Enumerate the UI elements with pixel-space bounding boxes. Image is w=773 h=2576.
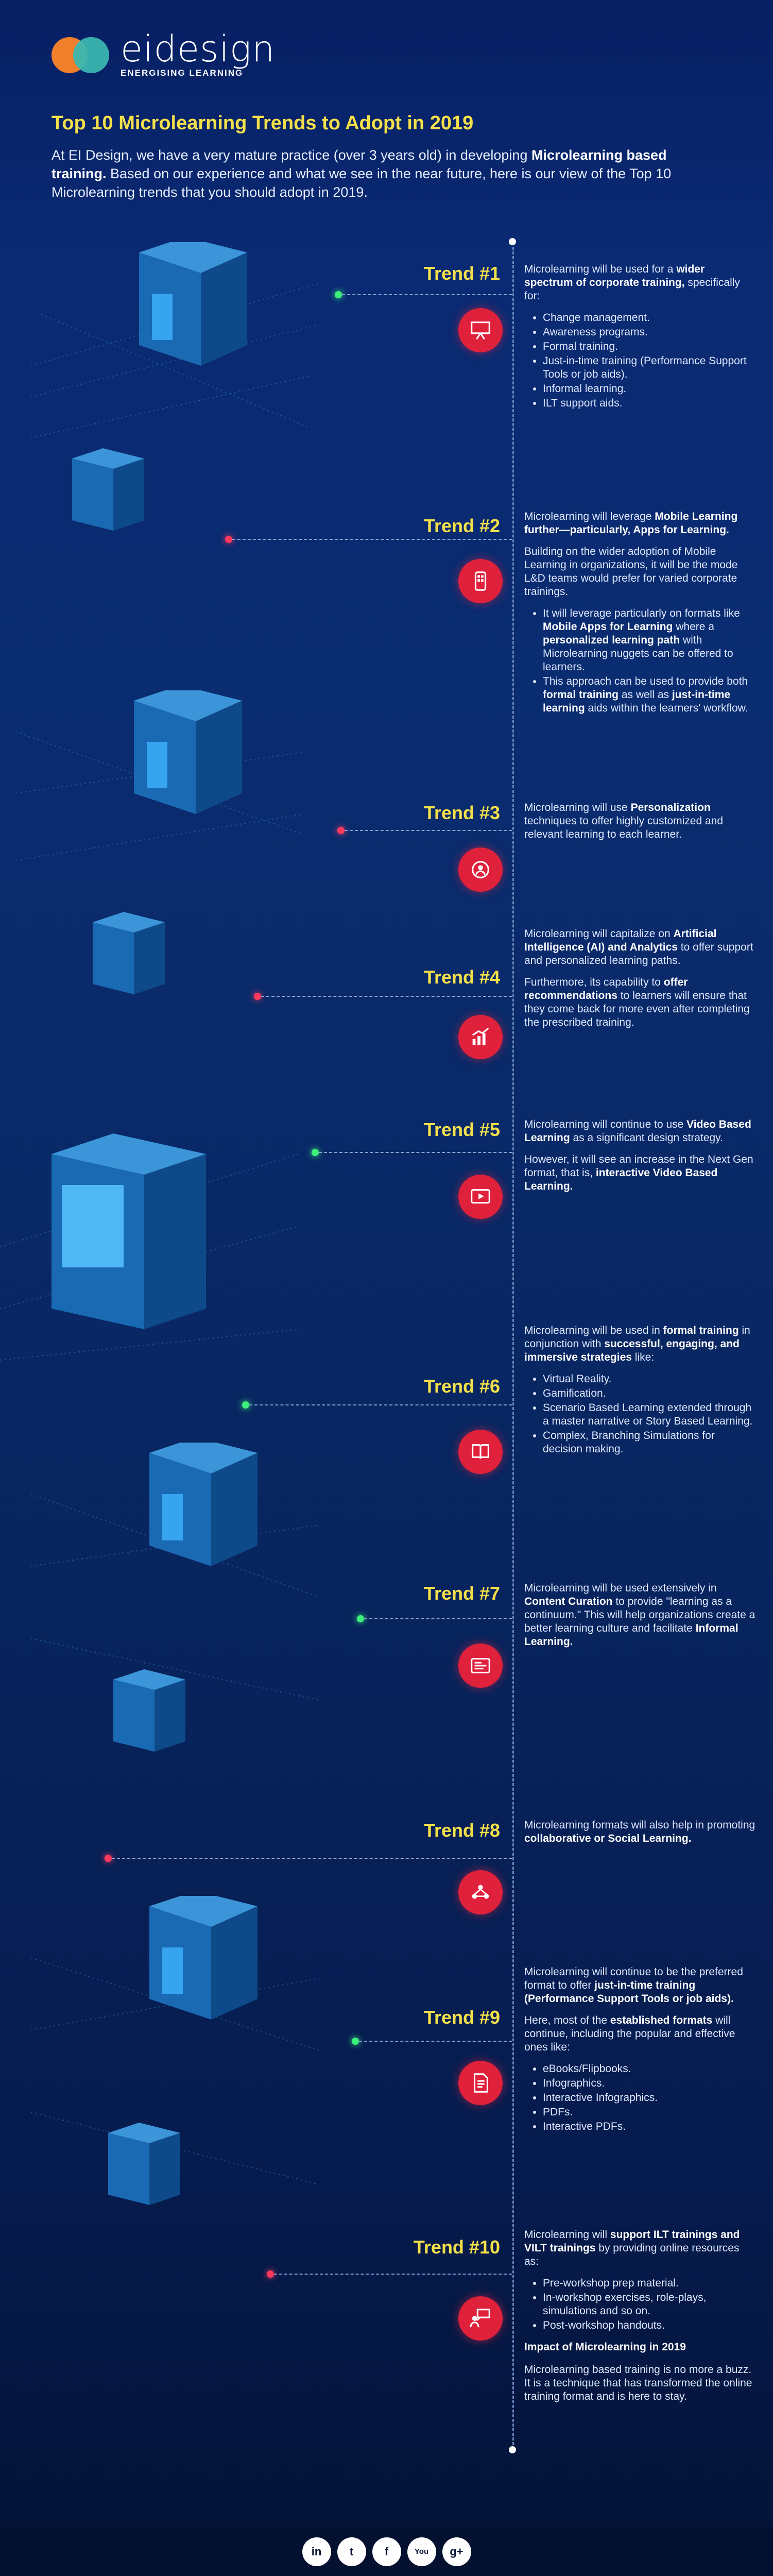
footer: in t f You g+ — [0, 2527, 773, 2576]
header: eidesign ENERGISING LEARNING Top 10 Micr… — [51, 31, 721, 201]
connector-line — [359, 2041, 512, 2042]
trend-description: Microlearning will leverage Mobile Learn… — [524, 510, 756, 723]
list-item: PDFs. — [543, 2106, 756, 2119]
list-item: Formal training. — [543, 340, 756, 353]
ilt-training-icon — [458, 2296, 503, 2341]
list-item: Scenario Based Learning extended through… — [543, 1401, 756, 1428]
intro-paragraph: At EI Design, we have a very mature prac… — [51, 147, 672, 200]
content-curation-icon — [458, 1643, 503, 1688]
trend-label: Trend #10 — [413, 2236, 500, 2258]
list-item: Complex, Branching Simulations for decis… — [543, 1429, 756, 1456]
logo[interactable]: eidesign ENERGISING LEARNING — [51, 31, 721, 78]
trend-description: Microlearning will be used extensively i… — [524, 1582, 755, 1648]
trend-description: Microlearning will support ILT trainings… — [524, 2228, 756, 2412]
cube-illustration-3 — [0, 1133, 299, 1361]
impact-text: Microlearning based training is no more … — [524, 2364, 752, 2402]
trend-label: Trend #4 — [423, 967, 500, 988]
social-learning-icon — [458, 1870, 503, 1914]
list-item: eBooks/Flipbooks. — [543, 2062, 756, 2076]
list-item: This approach can be used to provide bot… — [543, 675, 756, 715]
cube-illustration-5 — [31, 1896, 319, 2205]
twitter-icon[interactable]: t — [337, 2537, 366, 2566]
connector-dot — [105, 1855, 112, 1862]
connector-dot — [335, 291, 342, 298]
trend-label: Trend #6 — [423, 1376, 500, 1397]
document-icon — [458, 2061, 503, 2105]
list-item: Interactive Infographics. — [543, 2091, 756, 2105]
facebook-icon[interactable]: f — [372, 2537, 401, 2566]
connector-dot — [225, 536, 232, 543]
page-title: Top 10 Microlearning Trends to Adopt in … — [51, 112, 474, 134]
timeline-line — [512, 242, 514, 2450]
list-item: Awareness programs. — [543, 326, 756, 339]
trend-description: Microlearning will be used in formal tra… — [524, 1324, 756, 1464]
trend-label: Trend #2 — [423, 515, 500, 536]
connector-dot — [254, 993, 261, 1000]
trend-description: Microlearning will capitalize on Artific… — [524, 928, 753, 1028]
mobile-apps-icon — [458, 559, 503, 603]
trend-label: Trend #9 — [423, 2007, 500, 2028]
connector-line — [249, 1404, 512, 1405]
list-item: Infographics. — [543, 2077, 756, 2090]
list-item: Post-workshop handouts. — [543, 2319, 756, 2332]
personalization-icon — [458, 848, 503, 892]
list-item: Gamification. — [543, 1387, 756, 1400]
connector-line — [112, 1858, 512, 1859]
trend-label: Trend #3 — [423, 802, 500, 823]
trend-description: Microlearning will be used for a wider s… — [524, 263, 756, 418]
googleplus-icon[interactable]: g+ — [442, 2537, 471, 2566]
trend-description: Microlearning formats will also help in … — [524, 1819, 755, 1844]
connector-line — [274, 2274, 512, 2275]
presentation-icon — [458, 308, 503, 352]
linkedin-icon[interactable]: in — [302, 2537, 331, 2566]
trend-description: Microlearning will continue to use Video… — [524, 1118, 753, 1192]
timeline-start-dot — [509, 238, 516, 245]
list-item: ILT support aids. — [543, 397, 756, 410]
trend-label: Trend #8 — [423, 1820, 500, 1841]
book-icon — [458, 1430, 503, 1474]
trend-label: Trend #1 — [423, 263, 500, 284]
timeline-end-dot — [509, 2446, 516, 2453]
list-item: It will leverage particularly on formats… — [543, 607, 756, 674]
list-item: Pre-workshop prep material. — [543, 2277, 756, 2290]
connector-line — [232, 539, 512, 540]
trend-description: Microlearning will use Personalization t… — [524, 802, 724, 840]
trend-label: Trend #5 — [423, 1119, 500, 1140]
trend-label: Trend #7 — [423, 1583, 500, 1604]
connector-dot — [267, 2270, 274, 2278]
list-item: Interactive PDFs. — [543, 2120, 756, 2133]
connector-dot — [242, 1401, 249, 1409]
connector-line — [364, 1618, 512, 1619]
list-item: In-workshop exercises, role-plays, simul… — [543, 2291, 756, 2318]
connector-dot — [337, 827, 345, 834]
analytics-icon — [458, 1015, 503, 1059]
impact-heading: Impact of Microlearning in 2019 — [524, 2341, 686, 2353]
connector-dot — [312, 1149, 319, 1156]
cube-illustration-4 — [31, 1443, 319, 1752]
list-item: Informal learning. — [543, 382, 756, 396]
logo-tagline: ENERGISING LEARNING — [121, 68, 244, 78]
connector-dot — [352, 2038, 359, 2045]
youtube-icon[interactable]: You — [407, 2537, 436, 2566]
connector-line — [261, 996, 512, 997]
connector-line — [345, 830, 512, 831]
logo-name: eidesign — [121, 28, 276, 70]
cube-illustration-2 — [15, 690, 304, 994]
video-icon — [458, 1175, 503, 1219]
list-item: Just-in-time training (Performance Suppo… — [543, 354, 756, 381]
trend-description: Microlearning will continue to be the pr… — [524, 1965, 756, 2142]
cube-illustration-1 — [31, 242, 319, 531]
list-item: Virtual Reality. — [543, 1372, 756, 1386]
connector-line — [319, 1152, 512, 1153]
connector-line — [342, 294, 512, 295]
connector-dot — [357, 1615, 364, 1622]
list-item: Change management. — [543, 311, 756, 325]
logo-mark-icon — [51, 34, 113, 75]
